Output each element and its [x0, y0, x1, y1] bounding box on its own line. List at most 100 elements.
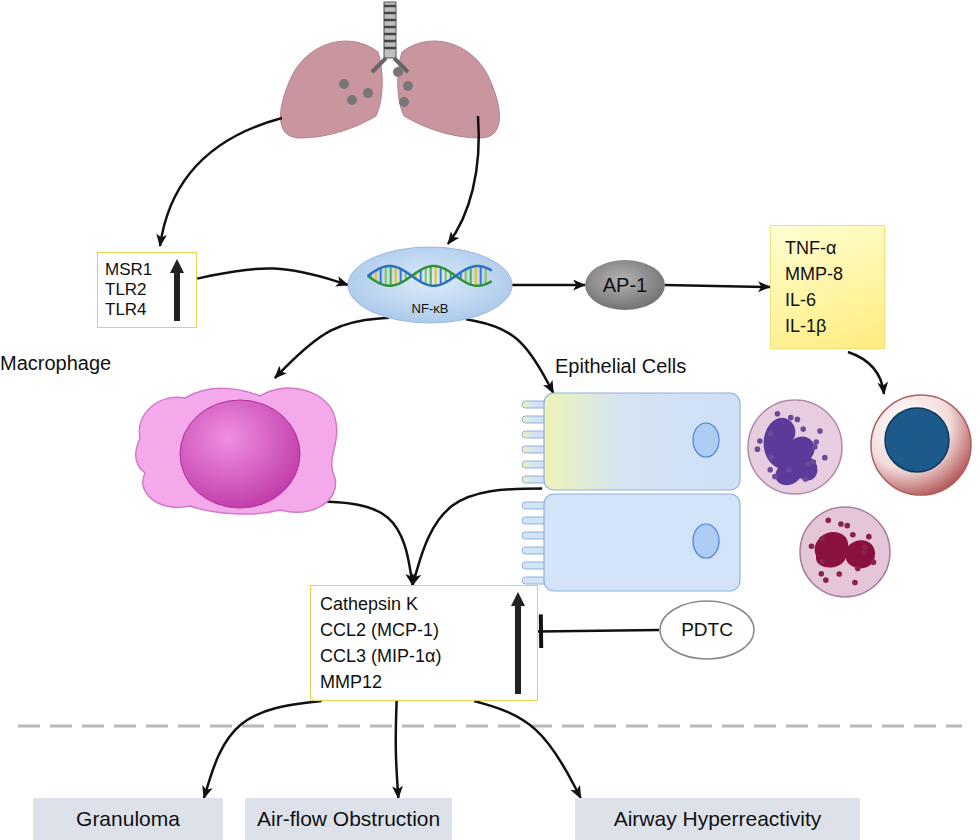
lungs-illustration	[384, 47, 396, 50]
lungs-illustration	[372, 58, 408, 72]
cell-illustration	[130, 378, 340, 518]
node-text: IL-1β	[785, 313, 870, 339]
neutrophil	[757, 438, 763, 444]
lungs-illustration	[281, 41, 383, 138]
arrow-connector	[204, 701, 321, 798]
ellipse-shape	[380, 268, 382, 284]
cell-illustration	[180, 400, 300, 508]
neutrophil	[772, 474, 778, 480]
ellipse-shape	[385, 266, 387, 285]
eosinophil	[838, 521, 844, 527]
arrow-connector	[315, 501, 413, 585]
lungs-illustration	[384, 12, 396, 15]
neutrophil	[768, 454, 774, 460]
neutrophil	[764, 418, 818, 485]
node-text: Air-flow Obstruction	[257, 807, 440, 831]
lungs-illustration	[384, 33, 396, 36]
eosinophil	[823, 577, 829, 583]
neutrophil	[800, 426, 806, 432]
mediator-box: Cathepsin KCCL2 (MCP-1)CCL3 (MIP-1α)MMP1…	[310, 585, 538, 701]
neutrophil	[775, 411, 781, 417]
cell-illustration	[520, 393, 742, 592]
neutrophil	[786, 467, 792, 473]
lungs-illustration	[363, 88, 373, 98]
node-text: Macrophage	[0, 352, 111, 375]
lung-arrow	[448, 116, 479, 244]
lymphocyte	[885, 408, 949, 472]
receptor-list-box: MSR1TLR2TLR4	[97, 252, 197, 328]
node-text: AP-1	[603, 274, 647, 297]
node-text: Cathepsin K	[320, 591, 481, 617]
ellipse-shape	[445, 269, 447, 282]
eosinophil	[852, 580, 858, 586]
ellipse-shape	[480, 266, 482, 285]
increase-arrow	[511, 592, 525, 694]
nfkb-ellipse: NF-κB	[348, 247, 512, 323]
epithelial-cells: Epithelial Cells	[520, 393, 742, 592]
node-text: CCL3 (MIP-1α)	[320, 643, 481, 669]
increase-arrow	[515, 604, 521, 694]
node-text: PDTC	[681, 619, 733, 641]
eosinophil	[809, 543, 815, 549]
eosinophil	[820, 559, 826, 565]
ellipse-shape	[425, 268, 427, 285]
ellipse-shape	[660, 601, 754, 659]
node-text: TLR4	[105, 300, 152, 320]
ellipse-shape	[395, 267, 397, 285]
cytokine-arrow	[848, 352, 884, 394]
node-text: NF-κB	[412, 301, 449, 316]
lungs-illustration	[384, 5, 396, 8]
lungs-illustration	[384, 2, 396, 58]
ellipse-shape	[390, 266, 392, 286]
lungs-illustration	[398, 41, 500, 138]
lungs-illustration	[384, 40, 396, 43]
neutrophil	[788, 415, 794, 421]
increase-arrow	[170, 259, 184, 321]
cell-illustration	[544, 393, 740, 490]
node-text: MMP12	[320, 669, 481, 695]
node-text: MSR1	[105, 260, 152, 280]
inhibition-line	[538, 630, 659, 631]
eosinophil	[800, 507, 890, 597]
arrow-connector	[396, 701, 399, 798]
eosinophil	[815, 532, 875, 568]
lymphocyte	[871, 395, 971, 495]
eosinophil	[861, 549, 867, 555]
ellipse-shape	[348, 247, 512, 323]
cell-illustration	[136, 388, 337, 514]
lungs-illustration	[384, 19, 396, 22]
increase-arrow	[174, 271, 180, 321]
cell-illustration	[693, 423, 719, 457]
ap1-ellipse: AP-1	[585, 260, 665, 310]
lungs-illustration	[281, 2, 500, 138]
eosinophil	[855, 566, 861, 572]
outcome-band: Granuloma	[33, 798, 223, 840]
arrow-connector	[474, 701, 581, 798]
ellipse-shape	[485, 268, 487, 285]
inhibitor-ellipse: PDTC	[659, 600, 755, 660]
ellipse-shape	[440, 267, 442, 284]
cell-illustration	[693, 524, 719, 558]
eosinophil	[850, 532, 856, 538]
divider-line	[18, 725, 962, 728]
neutrophil	[817, 428, 823, 434]
eosinophil	[819, 536, 825, 542]
arrow-connector	[197, 268, 348, 285]
ellipse-shape	[585, 260, 665, 310]
node-text: Airway Hyperreactivity	[614, 807, 822, 831]
neutrophil	[811, 459, 817, 465]
lungs-illustration	[384, 26, 396, 29]
lungs-illustration	[393, 67, 403, 77]
neutrophil	[768, 431, 774, 437]
lungs-illustration	[403, 81, 413, 91]
lungs-illustration	[347, 95, 357, 105]
increase-arrow	[511, 592, 525, 606]
lungs-illustration	[399, 97, 409, 107]
eosinophil	[800, 507, 890, 597]
node-text: TNF-α	[785, 235, 870, 261]
neutrophil	[812, 444, 818, 450]
outcome-band: Air-flow Obstruction	[245, 798, 452, 840]
neutrophil	[803, 476, 809, 482]
increase-arrow	[170, 259, 184, 273]
outcome-band: Airway Hyperreactivity	[575, 798, 860, 840]
